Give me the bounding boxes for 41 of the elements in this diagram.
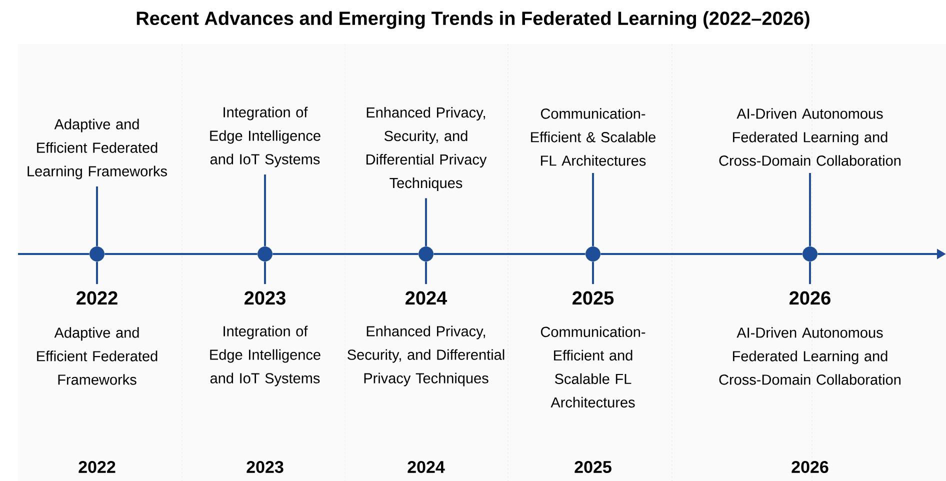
- tick-line: [96, 262, 98, 284]
- milestone-text: AI-Driven Autonomous Federated Learning and Cross-Domain Collaboration: [719, 108, 900, 166]
- timeline-axis: [434, 253, 586, 255]
- year-label: 2022: [78, 460, 116, 474]
- tick-line: [425, 262, 427, 284]
- timeline-dot: [258, 246, 272, 262]
- timeline-axis: [104, 253, 258, 255]
- description-text: Enhanced Privacy, Security, and Differential Privacy Techniques: [348, 326, 504, 386]
- milestone-text: Communication-Efficient & Scalable FL Architectures: [531, 108, 656, 166]
- year-label: 2026: [790, 291, 830, 305]
- year-label: 2025: [574, 460, 612, 474]
- year-label: 2026: [792, 460, 828, 474]
- timeline-axis: [18, 253, 90, 255]
- milestone-text: Enhanced Privacy, Security, and Differential Privacy Techniques: [366, 106, 487, 191]
- connector-line: [264, 174, 266, 246]
- year-label: 2024: [406, 291, 448, 305]
- connector-line: [809, 173, 811, 246]
- tick-line: [264, 262, 266, 284]
- year-label: 2024: [408, 460, 445, 474]
- year-label: 2022: [76, 291, 118, 305]
- tick-line: [592, 262, 594, 284]
- milestone-text: Adaptive and Efficient Federated Learning Frameworks: [28, 118, 167, 180]
- description-text: Adaptive and Efficient Federated Frameworks: [37, 327, 158, 385]
- description-text: Integration of Edge Intelligence and IoT Systems: [210, 326, 320, 386]
- timeline-axis: [600, 253, 802, 255]
- milestone-text: Integration of Edge Intelligence and IoT Systems: [210, 106, 320, 168]
- timeline-axis: [272, 253, 418, 255]
- timeline-dot: [586, 246, 600, 262]
- description-text: AI-Driven Autonomous Federated Learning and Cross-Domain Collaboration: [719, 327, 900, 385]
- description-text: Communication-Efficient and Scalable FL Architectures: [540, 326, 646, 408]
- connector-line: [425, 198, 427, 246]
- connector-line: [96, 186, 98, 246]
- timeline-dot: [90, 246, 104, 262]
- connector-line: [592, 173, 594, 246]
- year-label: 2023: [244, 291, 286, 305]
- timeline-dot: [418, 246, 434, 262]
- timeline-dot: [802, 246, 818, 262]
- title: Recent Advances and Emerging Trends in Federated Learning (2022–2026): [136, 11, 810, 29]
- year-label: 2025: [572, 291, 614, 305]
- year-label: 2023: [246, 460, 284, 474]
- tick-line: [809, 262, 811, 284]
